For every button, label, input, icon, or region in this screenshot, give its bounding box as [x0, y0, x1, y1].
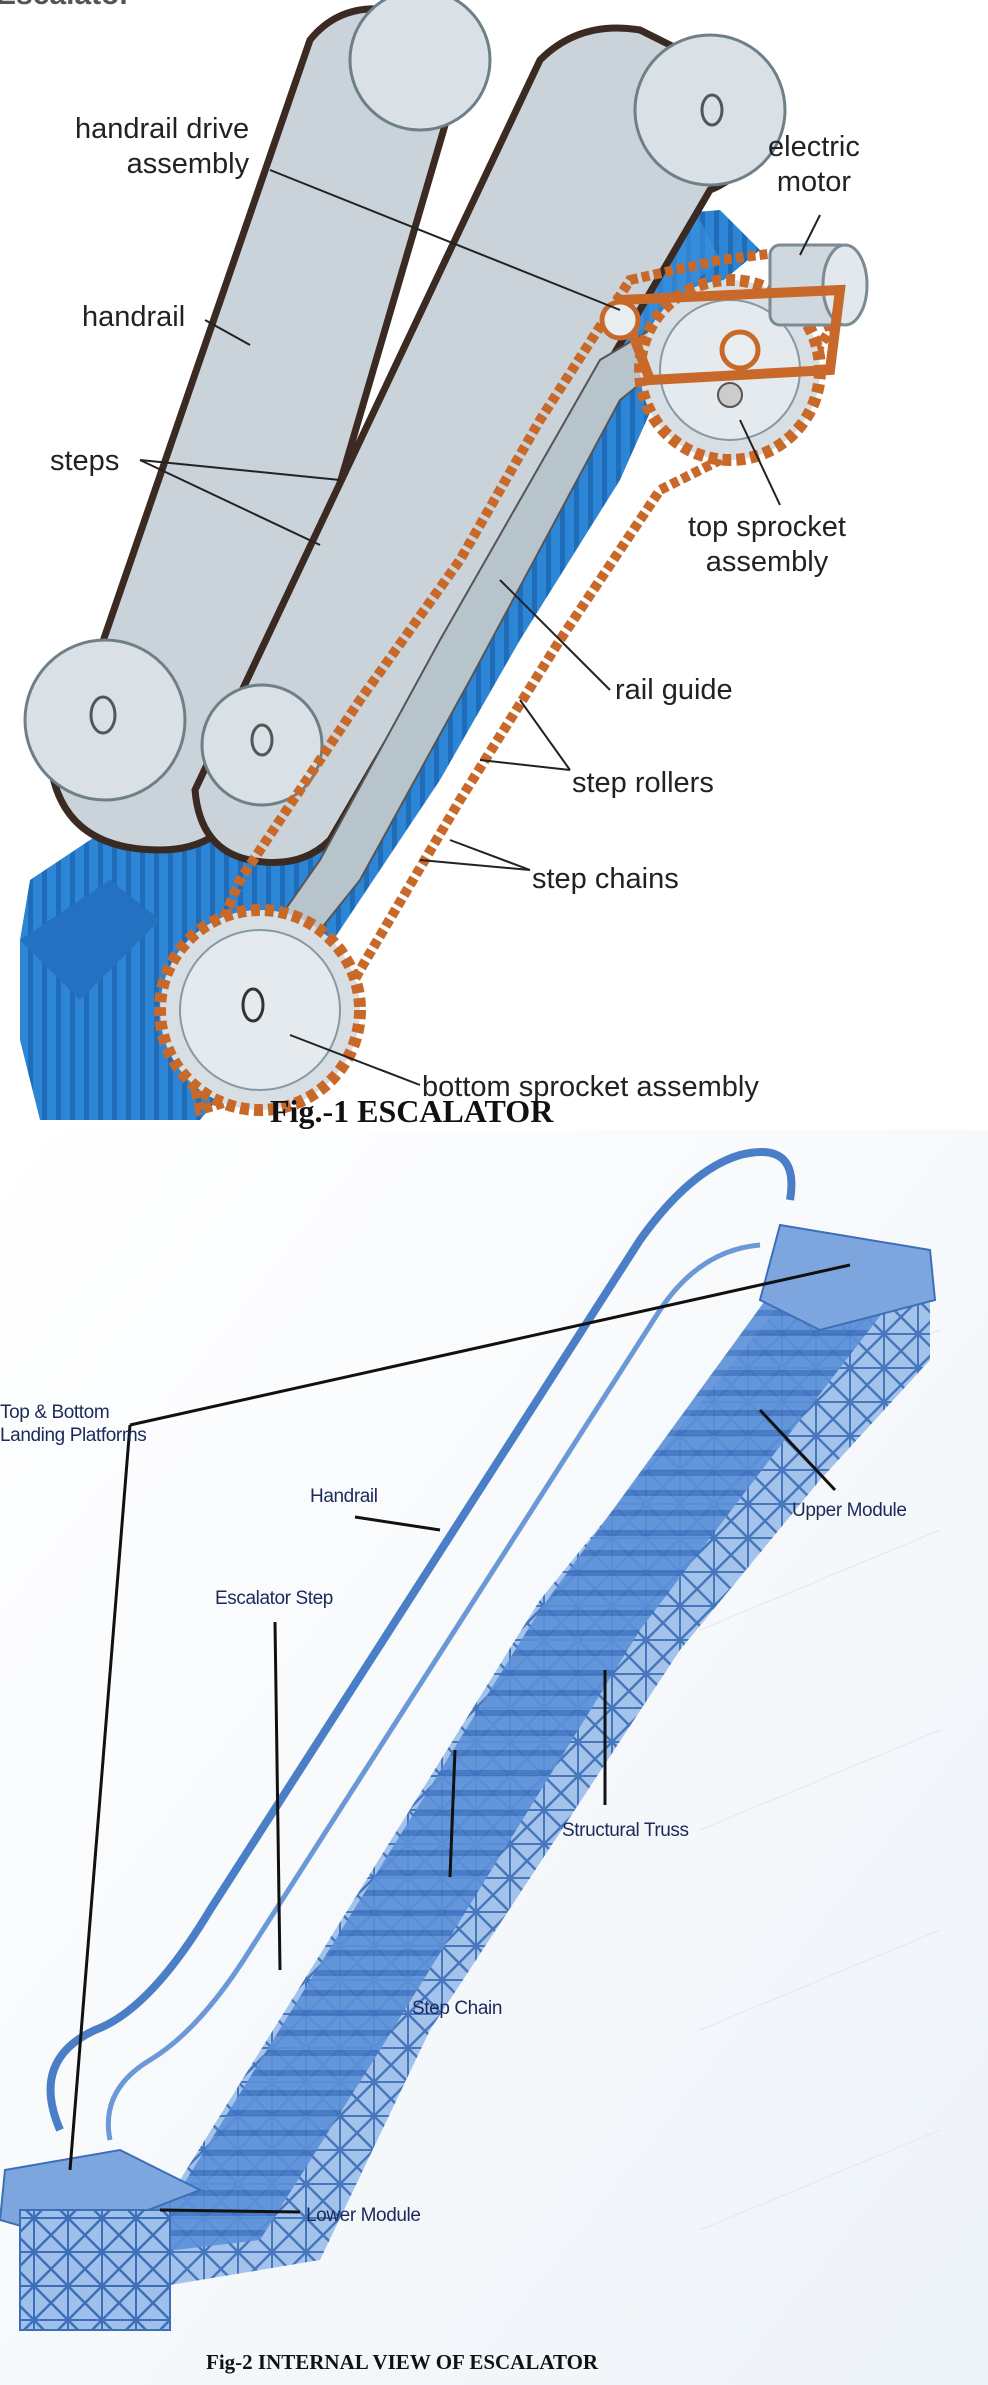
label-escalator-step: Escalator Step — [215, 1588, 333, 1609]
label-bottom-sprocket-assembly: bottom sprocket assembly — [422, 1071, 759, 1103]
label-step-chain: Step Chain — [412, 1998, 503, 2019]
electric-motor-graphic — [599, 243, 869, 386]
label-rail-guide: rail guide — [615, 674, 733, 706]
figure-2-leader-lines — [68, 1263, 851, 2214]
label-steps: steps — [50, 445, 120, 477]
figure-1-caption: Fig.-1 ESCALATOR — [270, 1093, 554, 1129]
label-top-sprocket-assembly: top sprocket assembly — [688, 511, 846, 578]
lower-module-frame — [19, 2209, 171, 2331]
right-handrail-loop — [191, 24, 787, 866]
label-handrail: Handrail — [310, 1486, 378, 1507]
bottom-sprocket-assembly-graphic — [154, 904, 366, 1116]
label-handrail: handrail — [82, 301, 186, 333]
clipped-title: Escalator — [0, 0, 131, 12]
label-upper-module: Upper Module — [792, 1500, 907, 1521]
escalator-steps-band — [80, 1280, 900, 2260]
label-lower-module: Lower Module — [306, 2205, 421, 2226]
figure-1-leader-lines — [139, 169, 821, 1086]
figure-2-caption: Fig-2 INTERNAL VIEW OF ESCALATOR — [206, 2350, 599, 2374]
escalator-illustration — [20, 0, 869, 1120]
figure-1-escalator-diagram: Escalator — [0, 0, 988, 1130]
left-handrail-loop — [23, 0, 492, 854]
figure-2-internal-view: Top & Bottom Landing Platforms Handrail … — [0, 1130, 988, 2385]
handrail-inner-path — [105, 1242, 761, 2141]
label-electric-motor: electric motor — [768, 131, 860, 198]
label-structural-truss: Structural Truss — [562, 1820, 689, 1841]
label-top-bottom-landing-platforms: Top & Bottom Landing Platforms — [0, 1402, 147, 1446]
escalator-internal-illustration — [0, 1130, 988, 2385]
label-step-chains: step chains — [532, 863, 679, 895]
handrail-outer-path — [46, 1148, 796, 2132]
label-step-rollers: step rollers — [572, 767, 714, 799]
upper-landing-platform — [758, 1223, 937, 1332]
label-handrail-drive-assembly: handrail drive assembly — [75, 113, 250, 180]
